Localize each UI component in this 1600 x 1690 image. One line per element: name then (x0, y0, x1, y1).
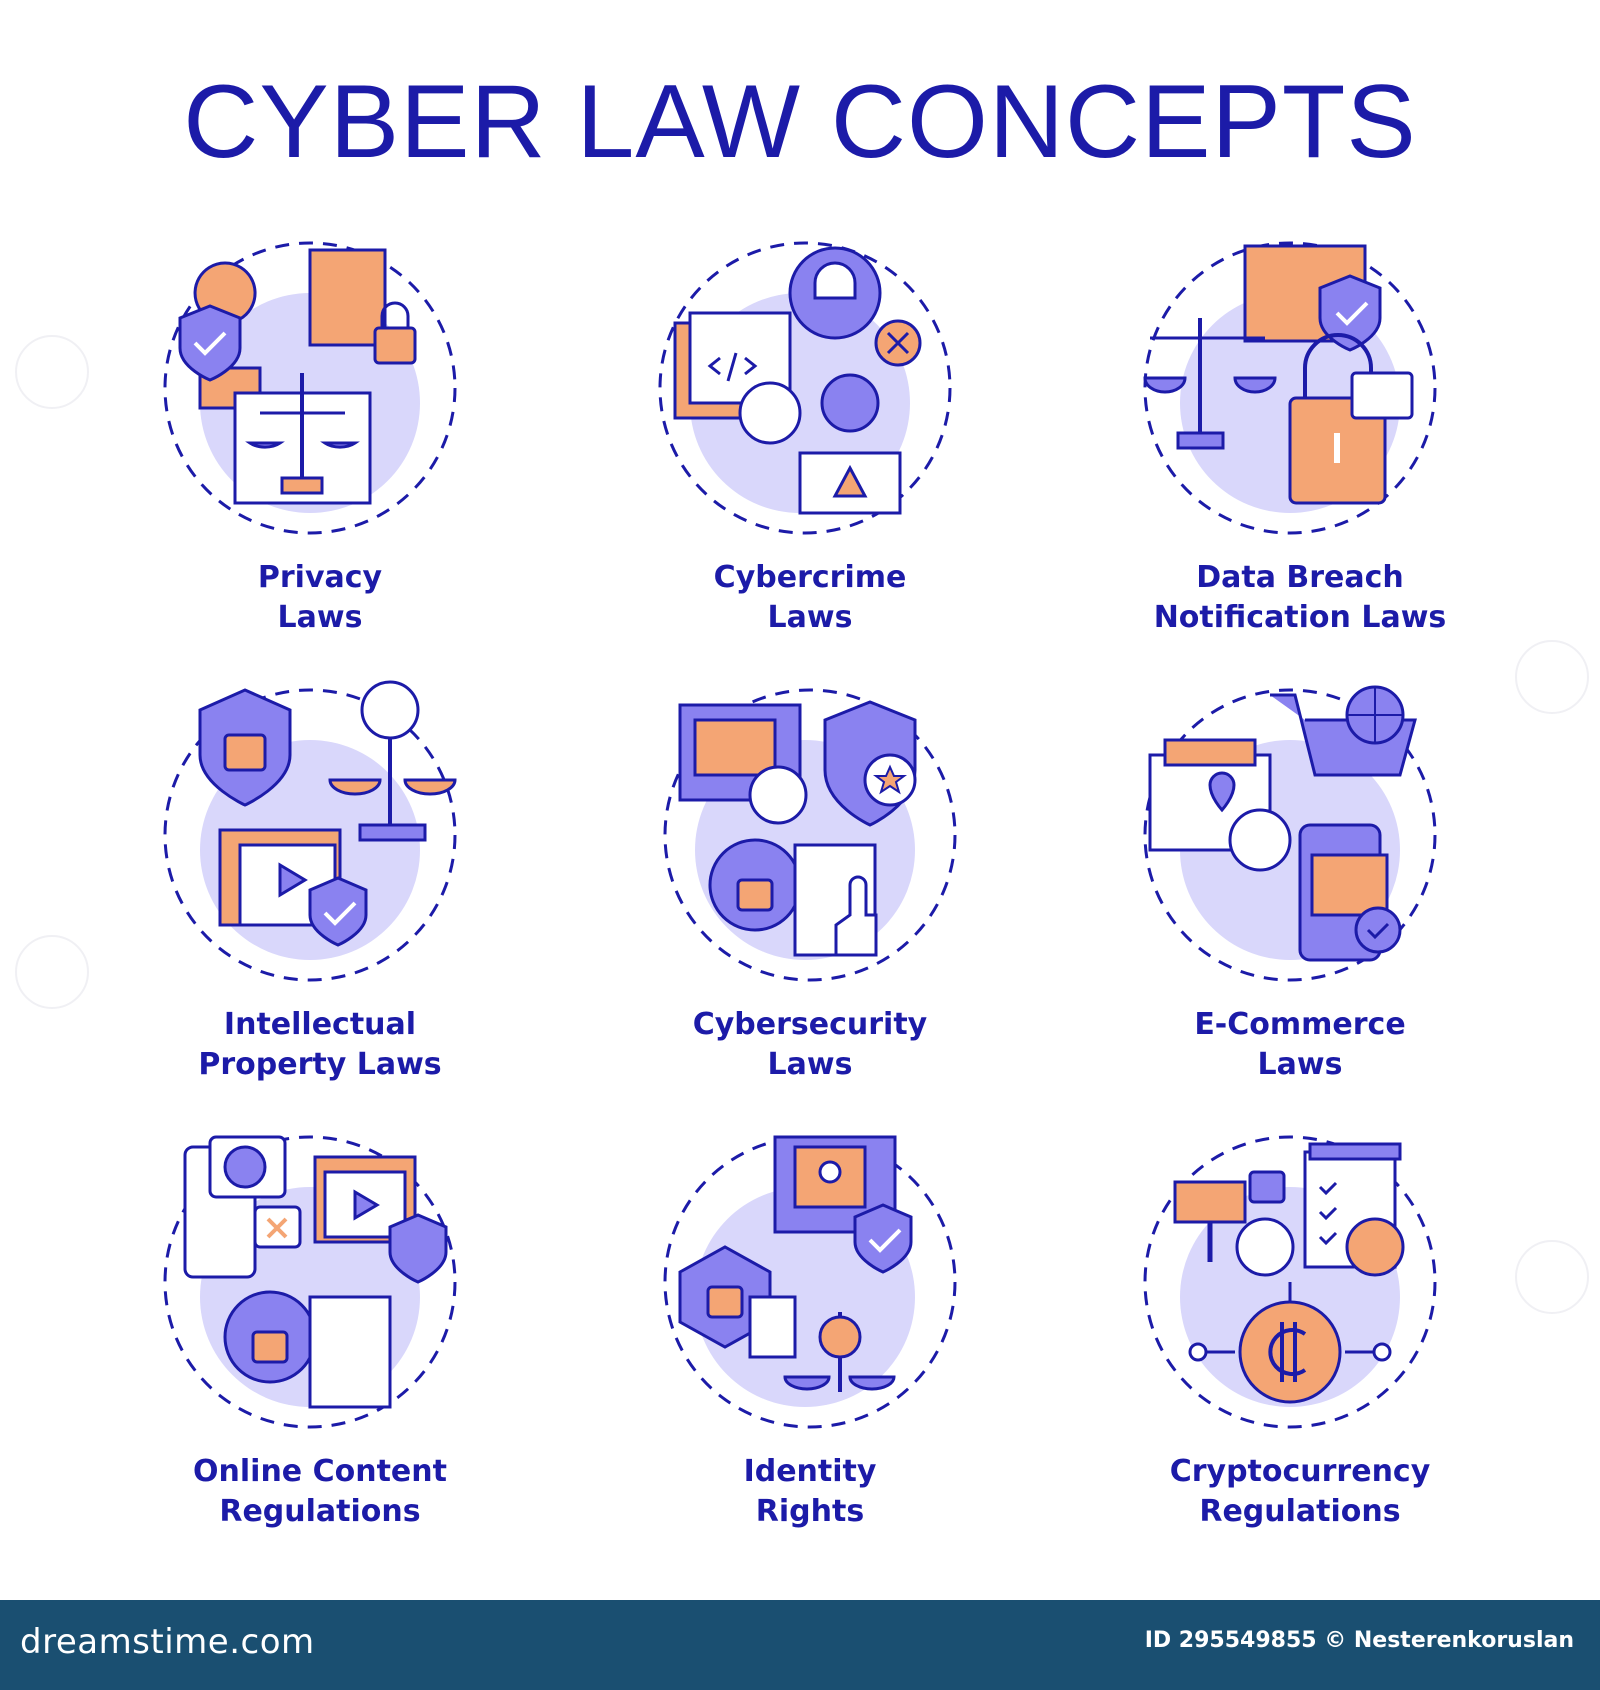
icon-grid: Privacy Laws Cybercrime Laws (100, 228, 1520, 1562)
label-line-1: Cybersecurity (692, 1007, 928, 1042)
cybercrime-laws-icon (658, 241, 952, 535)
identity-rights-icon (663, 1135, 957, 1429)
privacy-laws-icon (163, 241, 457, 535)
brand-logo[interactable]: dreamstime.com (20, 1622, 315, 1662)
concept-label: Data Breach Notification Laws (1080, 558, 1520, 638)
label-line-1: Privacy (257, 560, 383, 595)
online-content-icon (163, 1135, 457, 1429)
concept-e-commerce-laws: E-Commerce Laws (1080, 675, 1520, 1115)
watermark-icon (1515, 1240, 1589, 1314)
label-line-1: Online Content (193, 1454, 447, 1489)
concept-cybersecurity-laws: Cybersecurity Laws (590, 675, 1030, 1115)
concept-label: Privacy Laws (100, 558, 540, 638)
concept-label: Identity Rights (590, 1452, 1030, 1532)
label-line-1: Cryptocurrency (1169, 1454, 1431, 1489)
concept-identity-rights: Identity Rights (590, 1122, 1030, 1562)
label-line-2: Regulations (1199, 1494, 1401, 1529)
label-line-2: Rights (755, 1494, 865, 1529)
intellectual-property-icon (163, 680, 457, 982)
label-line-2: Laws (767, 1047, 853, 1082)
label-line-2: Property Laws (198, 1047, 442, 1082)
concept-label: Cryptocurrency Regulations (1080, 1452, 1520, 1532)
concept-data-breach-notification-laws: Data Breach Notification Laws (1080, 228, 1520, 668)
concept-label: Cybersecurity Laws (590, 1005, 1030, 1085)
label-line-1: Cybercrime (713, 560, 907, 595)
watermark-icon (1515, 640, 1589, 714)
concept-privacy-laws: Privacy Laws (100, 228, 540, 668)
concept-cybercrime-laws: Cybercrime Laws (590, 228, 1030, 668)
concept-cryptocurrency-regulations: Cryptocurrency Regulations (1080, 1122, 1520, 1562)
concept-intellectual-property-laws: Intellectual Property Laws (100, 675, 540, 1115)
watermark-icon (15, 335, 89, 409)
label-line-1: Intellectual (223, 1007, 417, 1042)
watermark-icon (15, 935, 89, 1009)
concept-label: Intellectual Property Laws (100, 1005, 540, 1085)
label-line-1: Identity (743, 1454, 877, 1489)
label-line-2: Laws (277, 600, 363, 635)
label-line-1: E-Commerce (1194, 1007, 1406, 1042)
footer-bar: dreamstime.com ID 295549855 © Nesterenko… (0, 1600, 1600, 1690)
label-line-2: Laws (767, 600, 853, 635)
image-credit: ID 295549855 © Nesterenkoruslan (1144, 1628, 1574, 1653)
concept-label: Online Content Regulations (100, 1452, 540, 1532)
concept-label: Cybercrime Laws (590, 558, 1030, 638)
label-line-2: Regulations (219, 1494, 421, 1529)
label-line-2: Laws (1257, 1047, 1343, 1082)
concept-label: E-Commerce Laws (1080, 1005, 1520, 1085)
page-title: CYBER LAW CONCEPTS (183, 64, 1417, 180)
e-commerce-laws-icon (1143, 685, 1437, 982)
label-line-2: Notification Laws (1153, 600, 1447, 635)
label-line-1: Data Breach (1196, 560, 1404, 595)
data-breach-notification-icon (1143, 241, 1437, 535)
concept-online-content-regulations: Online Content Regulations (100, 1122, 540, 1562)
cryptocurrency-icon (1143, 1135, 1437, 1429)
cybersecurity-laws-icon (663, 688, 957, 982)
